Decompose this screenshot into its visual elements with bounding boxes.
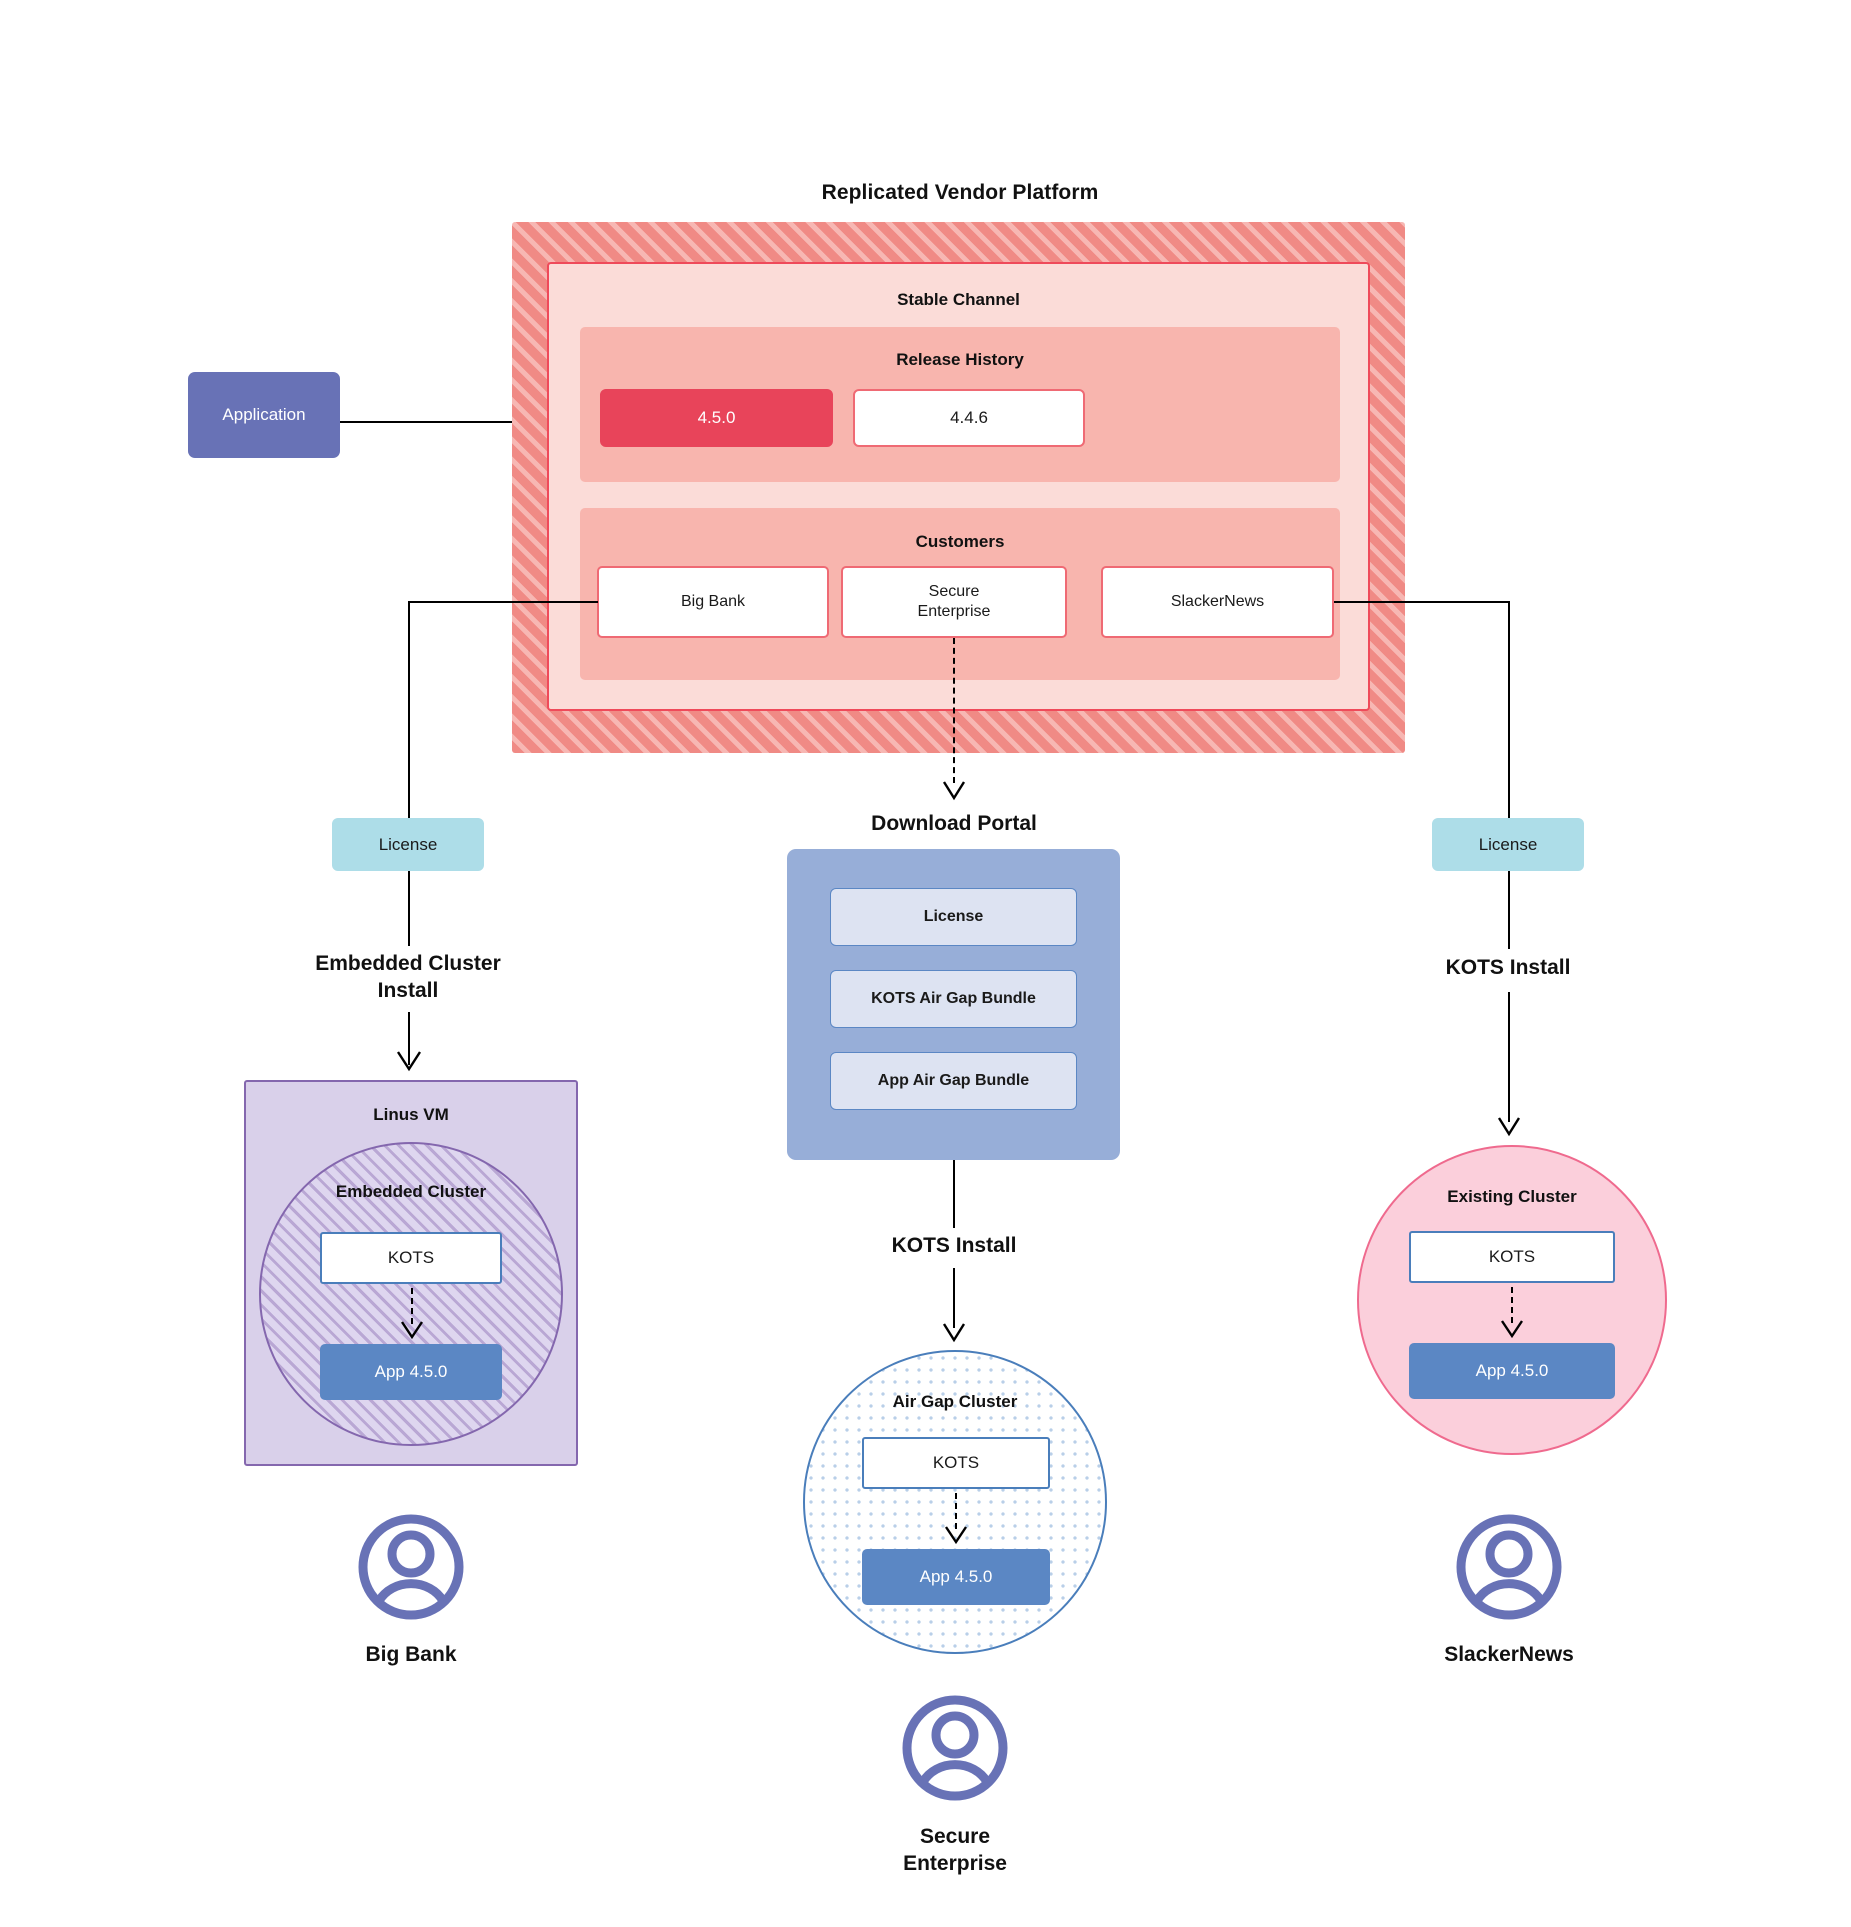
connector-slackernews-horizontal xyxy=(1334,601,1510,603)
connector-to-airgap-cluster xyxy=(953,1268,955,1328)
persona-label-secure-enterprise: Secure Enterprise xyxy=(903,1825,1007,1875)
flow-label-kots-install-middle: KOTS Install xyxy=(891,1233,1017,1257)
connector-to-existing-cluster xyxy=(1508,992,1510,1122)
connector-bigbank-vertical xyxy=(408,601,410,818)
release-box-previous[interactable]: 4.4.6 xyxy=(853,389,1085,447)
embedded-cluster-label: Embedded Cluster xyxy=(335,1182,487,1202)
app-box-embedded[interactable]: App 4.5.0 xyxy=(320,1344,502,1400)
arrow-head-icon xyxy=(942,781,966,801)
customers-label: Customers xyxy=(915,532,1005,552)
portal-item-license[interactable]: License xyxy=(830,888,1077,946)
connector-license-right-down xyxy=(1508,871,1510,949)
diagram-title: Replicated Vendor Platform xyxy=(821,180,1099,204)
license-chip-right[interactable]: License xyxy=(1432,818,1584,871)
kots-box-embedded[interactable]: KOTS xyxy=(320,1232,502,1284)
connector-secure-enterprise-dashed xyxy=(953,638,955,783)
kots-box-existing[interactable]: KOTS xyxy=(1409,1231,1615,1283)
arrow-head-icon xyxy=(401,1321,423,1340)
arrow-head-icon xyxy=(1497,1117,1521,1137)
connector-license-left-down xyxy=(408,871,410,946)
flow-label-embedded-install: Embedded Cluster Install xyxy=(315,952,501,1002)
connector-portal-down xyxy=(953,1160,955,1228)
license-chip-left[interactable]: License xyxy=(332,818,484,871)
connector-application-to-release xyxy=(340,421,590,423)
arrow-head-icon xyxy=(396,1051,422,1072)
connector-to-linux-vm xyxy=(408,1012,410,1065)
customer-box-secure-enterprise[interactable]: Secure Enterprise xyxy=(841,566,1067,638)
existing-cluster-label: Existing Cluster xyxy=(1447,1187,1577,1207)
user-avatar-icon xyxy=(358,1514,464,1620)
kots-box-airgap[interactable]: KOTS xyxy=(862,1437,1050,1489)
customer-box-big-bank[interactable]: Big Bank xyxy=(597,566,829,638)
application-box[interactable]: Application xyxy=(188,372,340,458)
app-box-airgap[interactable]: App 4.5.0 xyxy=(862,1549,1050,1605)
app-box-existing[interactable]: App 4.5.0 xyxy=(1409,1343,1615,1399)
airgap-cluster-label: Air Gap Cluster xyxy=(892,1392,1018,1412)
release-box-current[interactable]: 4.5.0 xyxy=(600,389,833,447)
stable-channel-label: Stable Channel xyxy=(897,290,1020,310)
connector-bigbank-horizontal xyxy=(408,601,598,603)
persona-label-slackernews: SlackerNews xyxy=(1444,1642,1574,1666)
user-avatar-icon xyxy=(1456,1514,1562,1620)
arrow-head-icon xyxy=(942,1323,966,1343)
connector-kots-to-app-embedded xyxy=(411,1288,413,1324)
release-history-label: Release History xyxy=(896,350,1024,370)
user-avatar-icon xyxy=(902,1695,1008,1801)
flow-label-kots-install-right: KOTS Install xyxy=(1445,955,1571,979)
customer-box-slackernews[interactable]: SlackerNews xyxy=(1101,566,1334,638)
arrow-head-icon xyxy=(945,1526,967,1545)
connector-kots-to-app-existing xyxy=(1511,1287,1513,1323)
connector-kots-to-app-airgap xyxy=(955,1493,957,1529)
linux-vm-label: Linus VM xyxy=(373,1105,449,1125)
portal-item-kots-airgap-bundle[interactable]: KOTS Air Gap Bundle xyxy=(830,970,1077,1028)
persona-label-big-bank: Big Bank xyxy=(365,1642,457,1666)
connector-slackernews-vertical xyxy=(1508,601,1510,818)
portal-item-app-airgap-bundle[interactable]: App Air Gap Bundle xyxy=(830,1052,1077,1110)
download-portal-title: Download Portal xyxy=(871,811,1037,835)
arrow-head-icon xyxy=(1501,1320,1523,1339)
existing-cluster-circle xyxy=(1357,1145,1667,1455)
